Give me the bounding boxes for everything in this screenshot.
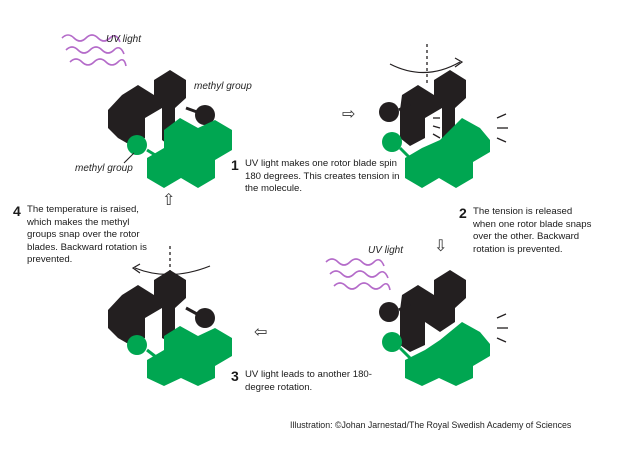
methyl-group-green-3 bbox=[382, 332, 402, 352]
step-2-text: The tension is released when one rotor b… bbox=[473, 206, 592, 255]
molecule-3 bbox=[325, 258, 508, 386]
methyl-group-green-1 bbox=[127, 135, 147, 155]
methyl-group-dark-2 bbox=[379, 102, 399, 122]
uv-light-label-3: UV light bbox=[368, 245, 404, 256]
up-arrow-icon: ⇧ bbox=[162, 192, 176, 209]
rotation-arc-2 bbox=[389, 61, 461, 74]
methyl-group-dark-1 bbox=[195, 105, 215, 125]
methyl-group-label-top: methyl group bbox=[194, 81, 252, 92]
green-stator-1 bbox=[147, 118, 232, 188]
molecule-4 bbox=[108, 246, 232, 386]
left-arrow-icon: ⇦ bbox=[254, 324, 268, 341]
step-3-text: UV light leads to another 180-degree rot… bbox=[245, 369, 372, 393]
step-1-text: UV light makes one rotor blade spin 180 … bbox=[245, 158, 400, 194]
tension-lines-2 bbox=[432, 113, 508, 143]
molecule-2 bbox=[379, 44, 508, 188]
uv-light-label-1: UV light bbox=[106, 34, 142, 45]
step-4-text: The temperature is raised, which makes t… bbox=[27, 204, 147, 265]
molecule-1 bbox=[61, 34, 232, 188]
dark-rotor-3 bbox=[400, 270, 466, 352]
tension-lines-3 bbox=[496, 313, 508, 343]
methyl-group-green-4 bbox=[127, 335, 147, 355]
methyl-group-dark-4 bbox=[195, 308, 215, 328]
step-3-number: 3 bbox=[231, 368, 239, 384]
down-arrow-icon: ⇩ bbox=[434, 238, 448, 255]
step-4-number: 4 bbox=[13, 203, 21, 219]
methyl-group-label-bottom: methyl group bbox=[75, 163, 133, 174]
green-stator-3 bbox=[405, 322, 490, 386]
methyl-group-green-2 bbox=[382, 132, 402, 152]
green-stator-4 bbox=[147, 326, 232, 386]
illustration-credit: Illustration: ©Johan Jarnestad/The Royal… bbox=[290, 420, 572, 430]
methyl-group-dark-3 bbox=[379, 302, 399, 322]
step-2-number: 2 bbox=[459, 205, 467, 221]
green-stator-2 bbox=[405, 118, 490, 188]
uv-waves-3 bbox=[325, 258, 391, 291]
step-1-number: 1 bbox=[231, 157, 239, 173]
uv-waves-1 bbox=[61, 34, 127, 67]
right-arrow-icon: ⇨ bbox=[342, 106, 356, 123]
dark-rotor-2 bbox=[400, 70, 466, 146]
dark-rotor-4 bbox=[108, 270, 186, 346]
